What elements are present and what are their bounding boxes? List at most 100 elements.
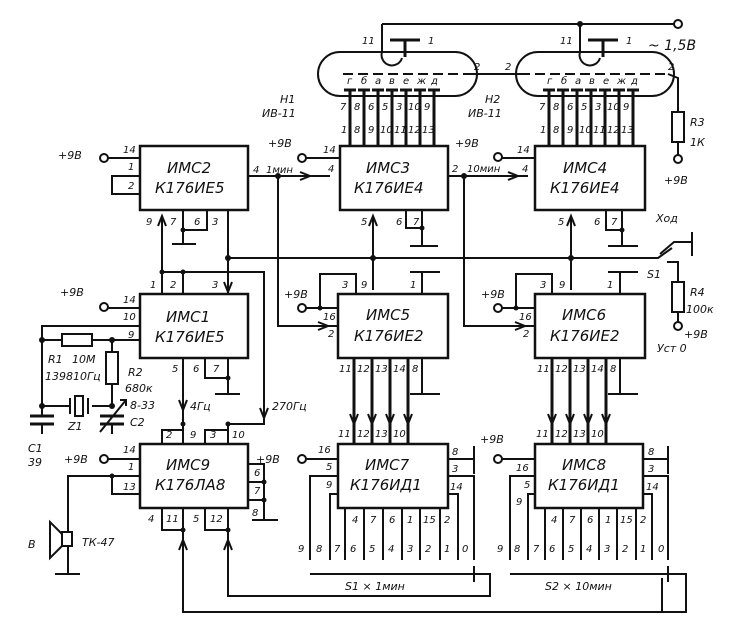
svg-text:4: 4	[352, 515, 358, 526]
svg-text:1: 1	[444, 544, 450, 555]
svg-text:3: 3	[595, 102, 601, 113]
svg-text:11: 11	[593, 125, 606, 136]
h2-pin-2: 2	[668, 62, 674, 73]
switch-s1[interactable]: Ход S1	[647, 212, 693, 282]
ims7-name: ИМС7	[365, 456, 410, 474]
svg-text:10: 10	[232, 430, 245, 441]
svg-text:7: 7	[213, 364, 220, 375]
junction-dot	[225, 421, 231, 427]
svg-text:1: 1	[128, 462, 134, 473]
r4-supply-terminal	[673, 321, 683, 331]
switch-s1-bus[interactable]: S1 × 1мин	[310, 566, 491, 596]
ims6-part: К176ИЕ2	[550, 327, 620, 345]
r3-supply-terminal	[673, 154, 683, 164]
crystal-frequency: 139810Гц	[45, 370, 101, 383]
svg-text:+9В: +9В	[684, 328, 708, 341]
svg-text:3: 3	[407, 544, 413, 555]
svg-text:6: 6	[587, 515, 593, 526]
svg-text:5: 5	[172, 364, 178, 375]
svg-text:5: 5	[581, 102, 587, 113]
svg-text:14: 14	[591, 364, 604, 375]
ims4-part: К176ИЕ4	[550, 179, 620, 197]
h2-tube-pins: 7 8 6 5 3 10 9	[539, 102, 629, 113]
f4hz-label: 4Гц	[190, 400, 211, 413]
svg-text:8: 8	[412, 364, 418, 375]
svg-text:3: 3	[212, 280, 218, 291]
svg-text:9: 9	[368, 125, 374, 136]
svg-text:2: 2	[452, 164, 458, 175]
svg-text:б: б	[561, 75, 567, 87]
h1-pin-2: 2	[474, 62, 480, 73]
svg-text:8: 8	[316, 544, 322, 555]
ims7-digit-outputs: 9 8 7 6 5 4 3 2 1 0	[298, 544, 468, 555]
svg-text:6: 6	[389, 515, 395, 526]
h1-chip-pins: 1 8 9 10 11 12 13	[341, 125, 435, 136]
svg-text:+9В: +9В	[58, 149, 82, 162]
svg-text:3: 3	[210, 430, 216, 441]
svg-text:11: 11	[166, 514, 179, 525]
junction-dot	[419, 225, 425, 231]
svg-text:+9В: +9В	[60, 286, 84, 299]
svg-text:11: 11	[394, 125, 407, 136]
svg-text:1: 1	[410, 280, 416, 291]
ims8-digit-outputs: 9 8 7 6 5 4 3 2 1 0	[497, 544, 664, 555]
svg-text:в: в	[589, 76, 595, 87]
filament-supply: ~ 1,5В	[382, 19, 696, 54]
svg-text:4: 4	[586, 544, 592, 555]
ims9-name: ИМС9	[166, 456, 210, 474]
ten-min-label: 10мин	[467, 164, 501, 175]
svg-text:+9В: +9В	[268, 137, 292, 150]
oscillator: R1 10М 139810Гц R2 680к 8-33 C2 Z1 C1 39	[28, 325, 155, 469]
ac-supply-terminal	[673, 19, 683, 29]
svg-text:14: 14	[123, 445, 136, 456]
ims7-vcc-terminal	[297, 454, 307, 464]
svg-text:1: 1	[407, 515, 413, 526]
ims6-outputs: 11 12 13 14 8	[537, 358, 638, 444]
svg-text:10: 10	[408, 102, 421, 113]
indicator-h1: 11 1 2 H1 ИВ-11 г б а в е ж д 7 8 6 5 3 …	[262, 24, 520, 146]
svg-text:5: 5	[568, 544, 574, 555]
svg-text:13: 13	[422, 125, 435, 136]
ims3-vcc-terminal	[297, 153, 307, 163]
h1-pin-11: 11	[362, 36, 375, 47]
svg-text:7: 7	[334, 544, 341, 555]
h2-ref: H2	[485, 93, 500, 106]
svg-text:0: 0	[658, 544, 664, 555]
svg-text:7: 7	[413, 217, 420, 228]
svg-text:5: 5	[558, 217, 564, 228]
svg-text:100к: 100к	[686, 303, 714, 316]
svg-text:2: 2	[166, 430, 172, 441]
h2-segments: г б а в е ж д	[547, 75, 638, 87]
s1-reset-label: Уст 0	[657, 342, 687, 355]
chip-ims1: ИМС1 К176ИЕ5 +9В 14 10 9 1 2 3 270Гц 5 6…	[60, 210, 307, 430]
svg-text:6: 6	[368, 102, 374, 113]
svg-text:12: 12	[607, 125, 620, 136]
svg-text:7: 7	[611, 217, 618, 228]
ims1-vcc-terminal	[99, 302, 109, 312]
junction-dot	[261, 479, 267, 485]
ims2-name: ИМС2	[167, 159, 211, 177]
svg-text:7: 7	[569, 515, 576, 526]
svg-text:1К: 1К	[690, 136, 706, 149]
svg-text:8: 8	[648, 447, 654, 458]
svg-text:10: 10	[380, 125, 393, 136]
svg-text:8: 8	[553, 102, 559, 113]
svg-text:2: 2	[128, 181, 134, 192]
svg-text:9: 9	[190, 430, 196, 441]
svg-text:680к: 680к	[125, 382, 153, 395]
s1-run-label: Ход	[655, 212, 678, 225]
svg-text:Z1: Z1	[67, 420, 83, 433]
h1-anode-wires	[344, 88, 440, 146]
svg-text:4: 4	[551, 515, 557, 526]
ims6-vcc-terminal	[493, 303, 503, 313]
svg-text:б: б	[361, 75, 367, 87]
switch-s2-bus[interactable]: S2 × 10мин	[510, 566, 687, 613]
svg-text:10: 10	[579, 125, 592, 136]
svg-text:12: 12	[357, 429, 370, 440]
svg-text:9: 9	[516, 497, 522, 508]
svg-text:1: 1	[341, 125, 347, 136]
svg-text:ж: ж	[616, 76, 626, 87]
svg-text:8: 8	[514, 544, 520, 555]
svg-text:9: 9	[497, 544, 503, 555]
ims5-part: К176ИЕ2	[354, 327, 424, 345]
